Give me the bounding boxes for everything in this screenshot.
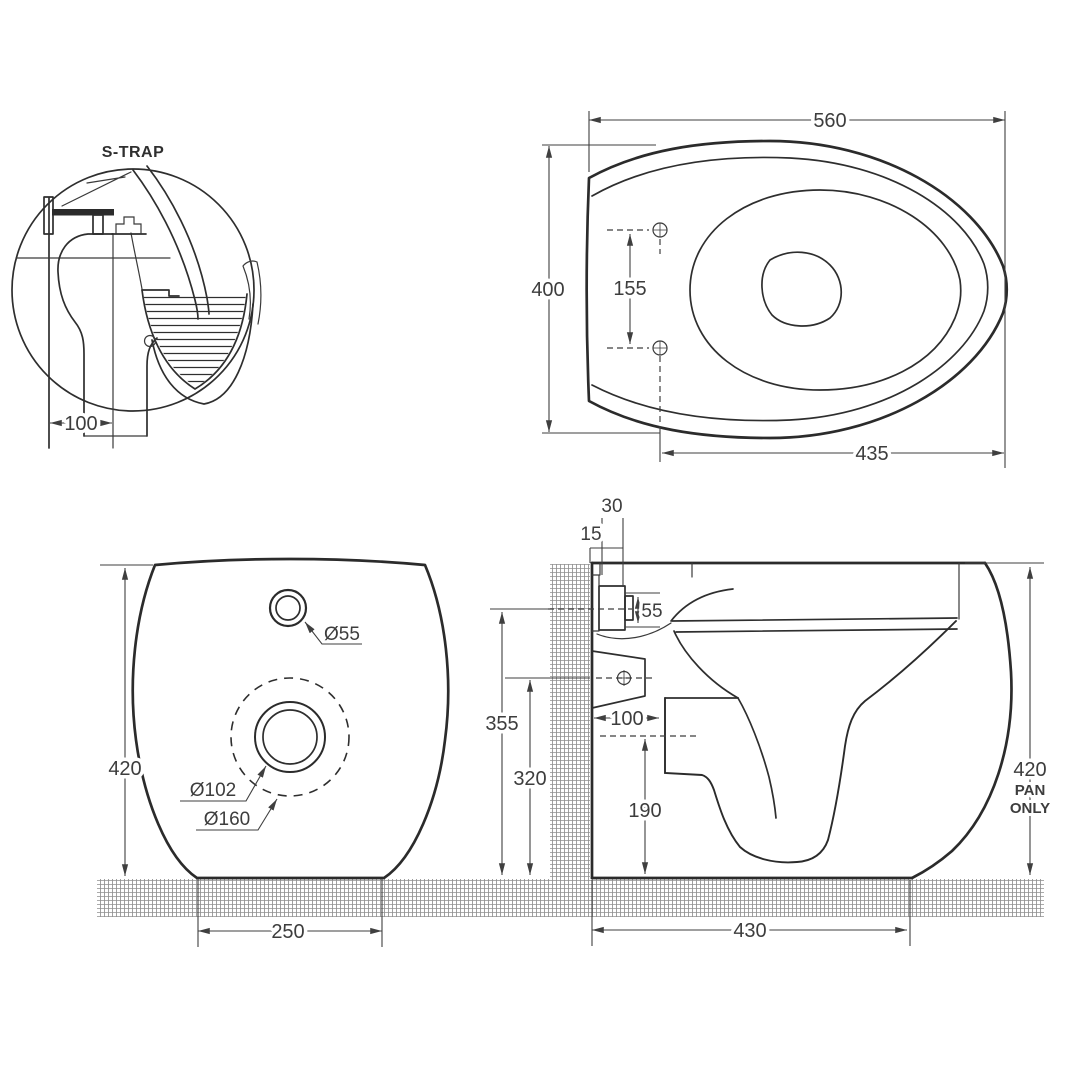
inlet-shelf bbox=[52, 209, 114, 216]
outlet-dia-label: Ø102 bbox=[190, 780, 236, 801]
collar-circle bbox=[230, 677, 350, 797]
outlet-circle-inner bbox=[262, 709, 318, 765]
pan-back-profile bbox=[910, 561, 1013, 880]
hole-cross-ticks bbox=[653, 223, 667, 355]
s-trap-detail-view: 100 S-TRAP bbox=[11, 144, 262, 449]
detail-circle bbox=[11, 168, 255, 412]
inlet-height-label: 355 bbox=[485, 713, 518, 735]
setout-dim-label: 100 bbox=[64, 413, 97, 435]
setout-label: 100 bbox=[610, 708, 643, 730]
rim-offset-label: 30 bbox=[601, 496, 622, 517]
extension-lines bbox=[591, 562, 1044, 946]
depth-label: 430 bbox=[733, 920, 766, 942]
hole-centerlines bbox=[607, 229, 661, 428]
inlet-dia-label: Ø55 bbox=[324, 624, 360, 645]
seat-dim-label: 435 bbox=[855, 443, 888, 465]
pan-rear-outline bbox=[131, 557, 450, 880]
trapway-inner-wall bbox=[737, 697, 777, 819]
collar-dia-label: Ø160 bbox=[204, 809, 250, 830]
fixing-hole-cross bbox=[616, 670, 632, 686]
width-dim-label: 560 bbox=[813, 110, 846, 132]
pan-height-label: 420 bbox=[1013, 759, 1046, 781]
pan-only-label-2: ONLY bbox=[1010, 800, 1050, 817]
spud-block bbox=[115, 216, 142, 234]
rim-section-lines bbox=[61, 171, 132, 207]
spigot-recess bbox=[591, 562, 601, 632]
extension-lines bbox=[100, 564, 383, 947]
fixing-height-label: 320 bbox=[513, 768, 546, 790]
bowl-front-curve bbox=[673, 630, 739, 699]
bowl-opening bbox=[689, 189, 962, 391]
side-view: 30 15 55 355 320 100 190 430 420 PAN ONL… bbox=[482, 493, 1053, 946]
inlet-spigot-outer bbox=[268, 588, 308, 628]
base-dim-label: 250 bbox=[271, 921, 304, 943]
extension-lines bbox=[542, 111, 1006, 468]
lid-profile bbox=[670, 588, 734, 622]
trap-vent-hole bbox=[143, 334, 157, 348]
trap-body bbox=[57, 233, 158, 437]
right-rim-section bbox=[242, 260, 262, 325]
floor-hatch bbox=[97, 879, 1044, 917]
bowl-outer bbox=[151, 303, 254, 405]
depth-dim-label: 400 bbox=[531, 279, 564, 301]
flush-channel-wall bbox=[130, 232, 143, 290]
inlet-spigot-body bbox=[598, 585, 626, 631]
outlet-leader bbox=[180, 765, 267, 802]
water-spot bbox=[761, 251, 842, 327]
inlet-dia-ext-lines bbox=[625, 592, 660, 628]
strap-title: S-TRAP bbox=[102, 144, 165, 161]
collar-leader bbox=[196, 798, 278, 831]
inlet-spigot-inner bbox=[275, 595, 301, 621]
wall-gap-label: 15 bbox=[580, 524, 601, 545]
rear-view: 420 250 Ø55 Ø102 Ø160 bbox=[100, 557, 450, 947]
plan-view: 560 400 155 435 bbox=[528, 107, 1009, 469]
hole-centres-dim-label: 155 bbox=[613, 278, 646, 300]
inlet-leader bbox=[304, 621, 362, 645]
height-dim-label: 420 bbox=[108, 758, 141, 780]
wall-hatch bbox=[550, 564, 590, 879]
seat-edge-ticks bbox=[691, 562, 960, 620]
rim-underside bbox=[596, 622, 672, 640]
outlet-height-label: 190 bbox=[628, 800, 661, 822]
pan-rim-outline bbox=[585, 139, 1009, 440]
offset-ext-lines bbox=[589, 518, 624, 587]
bowl-rim-step bbox=[141, 289, 180, 297]
inlet-spigot-cap bbox=[624, 595, 634, 621]
inlet-dia-label: 55 bbox=[641, 601, 662, 622]
bowl-inner bbox=[141, 289, 248, 390]
outlet-circle-outer bbox=[254, 701, 326, 773]
inlet-stub bbox=[92, 214, 104, 235]
seat-outline bbox=[591, 156, 989, 422]
trapway-outline bbox=[664, 620, 957, 864]
water-hatch bbox=[143, 292, 246, 387]
fixing-bracket bbox=[591, 650, 646, 709]
pan-only-label-1: PAN bbox=[1015, 782, 1046, 799]
seat-lines bbox=[671, 617, 958, 633]
